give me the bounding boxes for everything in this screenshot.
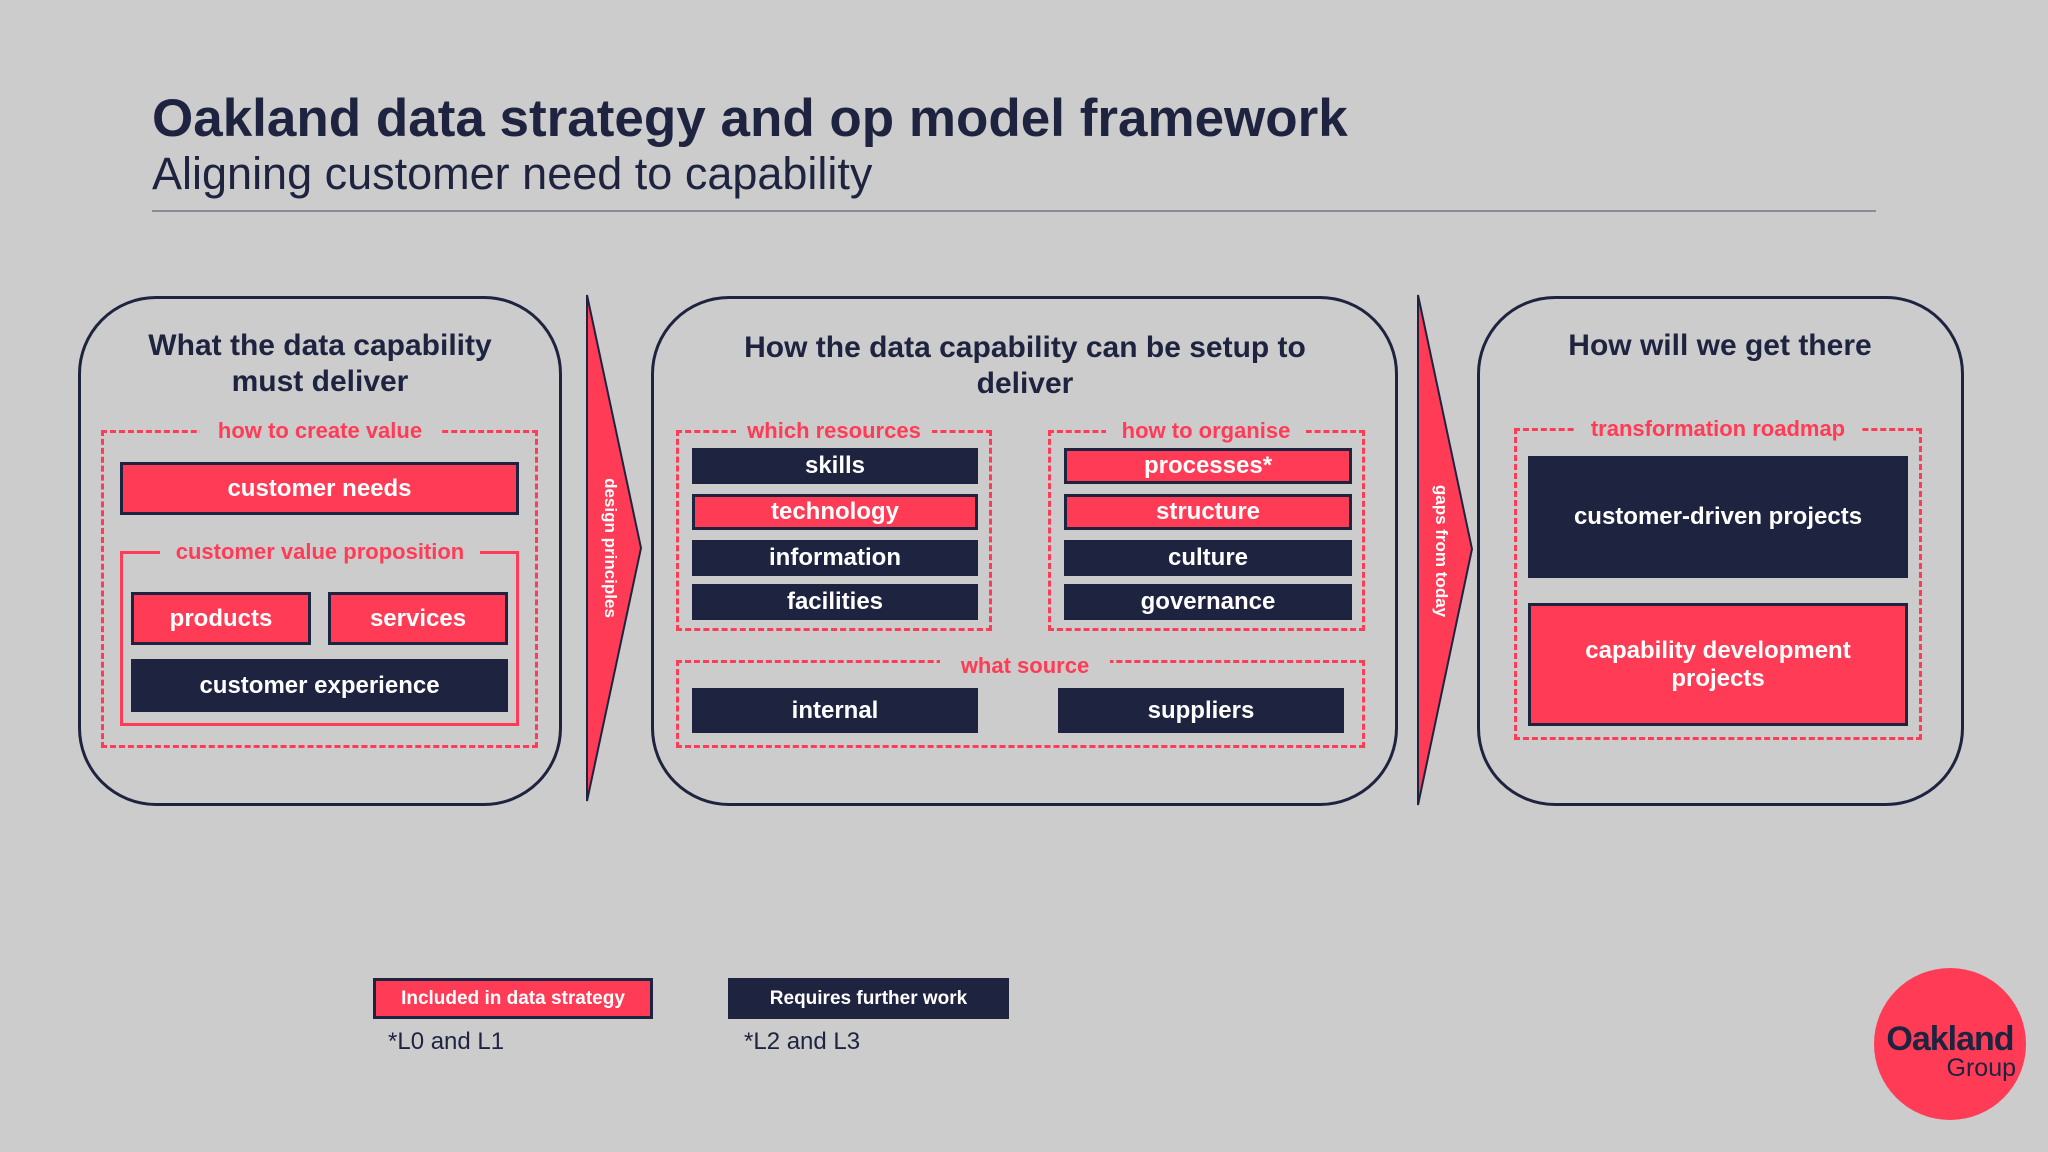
group-create-value-label: how to create value bbox=[200, 418, 440, 444]
customer-experience-box: customer experience bbox=[131, 659, 508, 712]
organise-culture: culture bbox=[1064, 540, 1352, 576]
panel-deliver-title: What the data capability must deliver bbox=[148, 329, 492, 398]
page-title: Oakland data strategy and op model frame… bbox=[152, 89, 1348, 148]
organise-processes: processes* bbox=[1064, 448, 1352, 484]
panel-get-there-title: How will we get there bbox=[1568, 329, 1872, 362]
design-principles-label: design principles bbox=[601, 478, 620, 618]
oakland-logo-wordmark: Oakland bbox=[1886, 1020, 2014, 1058]
resource-skills: skills bbox=[692, 448, 978, 484]
page-subtitle: Aligning customer need to capability bbox=[152, 148, 873, 199]
oakland-logo-group: Group bbox=[1946, 1054, 2016, 1082]
group-resources-label: which resources bbox=[736, 418, 932, 444]
organise-structure: structure bbox=[1064, 494, 1352, 530]
source-internal: internal bbox=[692, 688, 978, 733]
capability-development-projects-box: capability development projects bbox=[1528, 603, 1908, 726]
oakland-logo bbox=[1874, 968, 2026, 1120]
products-box: products bbox=[131, 592, 311, 645]
source-suppliers: suppliers bbox=[1058, 688, 1344, 733]
title-divider bbox=[152, 210, 1876, 212]
group-value-proposition-label: customer value proposition bbox=[160, 539, 480, 565]
design-principles-arrow bbox=[586, 294, 643, 802]
legend-further-swatch: Requires further work bbox=[728, 978, 1009, 1019]
panel-deliver bbox=[78, 296, 562, 806]
group-roadmap-label: transformation roadmap bbox=[1575, 416, 1861, 442]
gaps-from-today-arrow bbox=[1417, 294, 1474, 806]
panel-get-there bbox=[1477, 296, 1964, 806]
legend-further-note: *L2 and L3 bbox=[744, 1028, 861, 1055]
group-organise-label: how to organise bbox=[1106, 418, 1306, 444]
services-box: services bbox=[328, 592, 508, 645]
legend-included-note: *L0 and L1 bbox=[388, 1028, 505, 1055]
panel-setup bbox=[651, 296, 1398, 806]
resource-information: information bbox=[692, 540, 978, 576]
organise-governance: governance bbox=[1064, 584, 1352, 620]
resource-facilities: facilities bbox=[692, 584, 978, 620]
customer-driven-projects-box: customer-driven projects bbox=[1528, 456, 1908, 578]
resource-technology: technology bbox=[692, 494, 978, 530]
gaps-from-today-label: gaps from today bbox=[1432, 484, 1451, 618]
panel-setup-title: How the data capability can be setup to … bbox=[744, 331, 1306, 400]
customer-needs-box: customer needs bbox=[120, 462, 519, 515]
group-source-label: what source bbox=[940, 653, 1110, 679]
legend-included-swatch: Included in data strategy bbox=[373, 978, 653, 1019]
